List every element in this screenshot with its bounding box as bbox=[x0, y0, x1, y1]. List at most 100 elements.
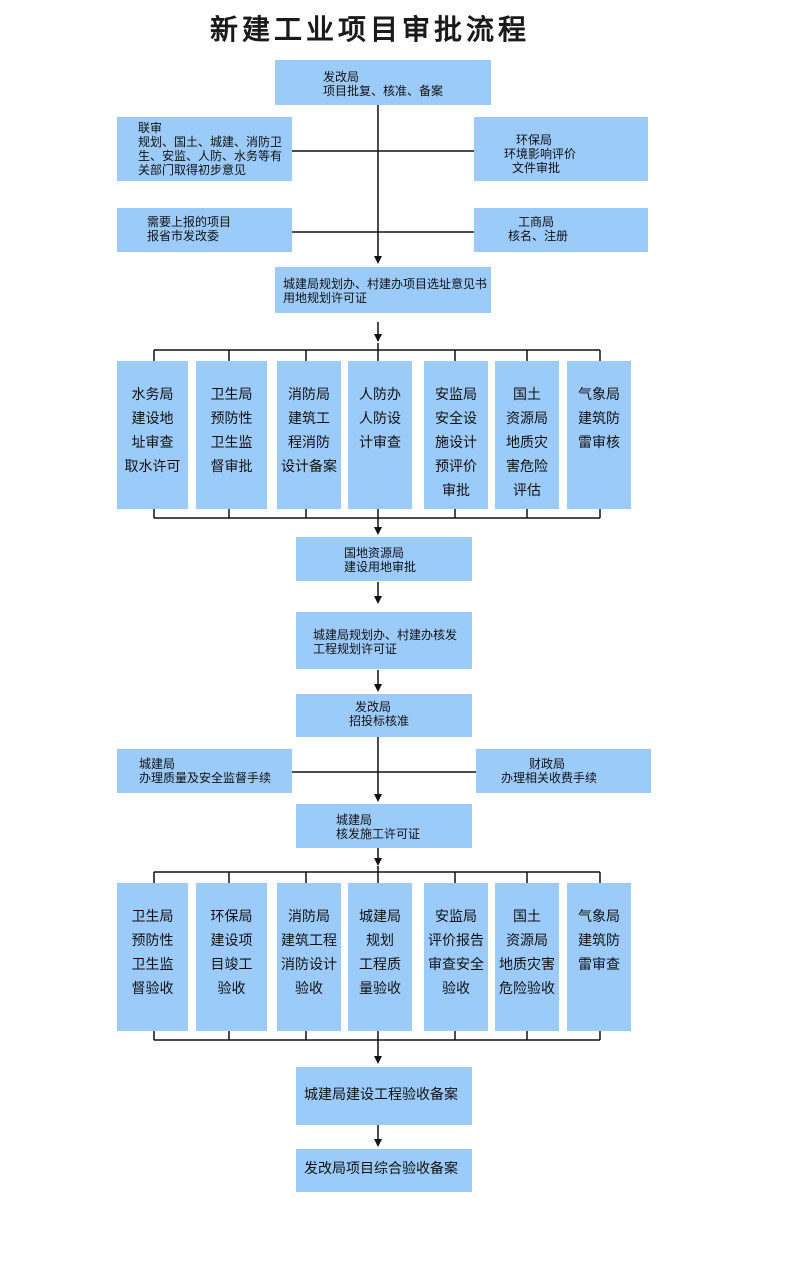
node-line: 建设项 bbox=[210, 933, 253, 949]
node-line: 督审批 bbox=[210, 459, 253, 475]
node-line: 气象局 bbox=[578, 387, 620, 403]
finance-bureau-box: 财政局 办理相关收费手续 bbox=[476, 749, 651, 793]
node-line: 安全设 bbox=[435, 411, 477, 427]
node-line: 工程规划许可证 bbox=[313, 642, 398, 656]
node-line: 预评价 bbox=[435, 459, 477, 475]
site-selection-box: 城建局规划办、村建办项目选址意见书 用地规划许可证 bbox=[275, 267, 491, 313]
row1-box-safety: 安监局 安全设 施设计 预评价 审批 bbox=[424, 361, 488, 509]
row2-box-weather: 气象局 建筑防 雷审查 bbox=[567, 883, 631, 1031]
node-line: 城建局规划办、村建办核发 bbox=[313, 628, 458, 642]
node-line: 量验收 bbox=[359, 981, 401, 997]
row1-box-fire: 消防局 建筑工 程消防 设计备案 bbox=[277, 361, 341, 509]
node-line: 安监局 bbox=[435, 387, 477, 403]
row1-box-health: 卫生局 预防性 卫生监 督审批 bbox=[196, 361, 267, 509]
node-line: 督验收 bbox=[131, 981, 174, 997]
node-line: 发改局 bbox=[323, 70, 360, 84]
node-line: 关部门取得初步意见 bbox=[138, 163, 247, 177]
node-line: 审批 bbox=[442, 483, 470, 499]
node-line: 财政局 bbox=[529, 757, 566, 771]
node-line: 卫生监 bbox=[131, 957, 174, 973]
node-line: 文件审批 bbox=[512, 161, 561, 175]
bidding-approval-box: 发改局 招投标核准 bbox=[296, 694, 472, 737]
node-line: 验收 bbox=[442, 981, 470, 997]
joint-review-box: 联审 规划、国土、城建、消防卫 生、安监、人防、水务等有 关部门取得初步意见 bbox=[117, 117, 292, 181]
node-line: 城建局 bbox=[139, 757, 176, 771]
node-line: 建筑防 bbox=[578, 411, 620, 427]
node-line: 审查安全 bbox=[428, 957, 484, 973]
node-line: 核名、注册 bbox=[508, 229, 569, 243]
node-line: 招投标核准 bbox=[349, 714, 410, 728]
node-line: 取水许可 bbox=[124, 459, 181, 475]
node-line: 国地资源局 bbox=[344, 546, 405, 560]
quality-safety-box: 城建局 办理质量及安全监督手续 bbox=[117, 749, 292, 793]
row2-box-land: 国土 资源局 地质灾害 危险验收 bbox=[495, 883, 559, 1031]
node-line: 环保局 bbox=[516, 133, 553, 147]
land-resources-box: 国地资源局 建设用地审批 bbox=[296, 537, 472, 581]
page-title: 新建工业项目审批流程 bbox=[209, 13, 530, 46]
node-line: 卫生局 bbox=[131, 909, 174, 925]
node-line: 建筑工 bbox=[288, 411, 330, 427]
node-line: 规划 bbox=[366, 933, 394, 949]
node-line: 办理相关收费手续 bbox=[501, 771, 598, 785]
node-line: 预防性 bbox=[131, 933, 174, 949]
node-line: 生、安监、人防、水务等有 bbox=[138, 149, 283, 163]
row1-box-water: 水务局 建设地 址审查 取水许可 bbox=[117, 361, 188, 509]
row2-box-environment: 环保局 建设项 目竣工 验收 bbox=[196, 883, 267, 1031]
node-line: 危险验收 bbox=[499, 981, 555, 997]
node-line: 城建局 bbox=[336, 813, 373, 827]
node-line: 发改局 bbox=[355, 700, 392, 714]
node-line: 工商局 bbox=[518, 215, 555, 229]
row1-box-civil-defense: 人防办 人防设 计审查 bbox=[348, 361, 412, 509]
node-line: 卫生监 bbox=[210, 435, 253, 451]
completion-filing-box: 城建局建设工程验收备案 bbox=[296, 1067, 472, 1125]
node-line: 目竣工 bbox=[210, 957, 253, 973]
row1-box-weather: 气象局 建筑防 雷审核 bbox=[567, 361, 631, 509]
node-line: 卫生局 bbox=[210, 387, 253, 403]
node-line: 消防局 bbox=[288, 387, 330, 403]
node-line: 雷审核 bbox=[578, 435, 620, 451]
node-line: 施设计 bbox=[435, 435, 477, 451]
row2-box-safety: 安监局 评价报告 审查安全 验收 bbox=[424, 883, 488, 1031]
node-line: 地质灾 bbox=[506, 435, 548, 451]
node-line: 城建局建设工程验收备案 bbox=[304, 1087, 458, 1103]
node-line: 安监局 bbox=[435, 909, 477, 925]
planning-permit-box: 城建局规划办、村建办核发 工程规划许可证 bbox=[296, 612, 472, 669]
node-line: 国土 bbox=[513, 387, 541, 403]
fagai-approval-box: 发改局 项目批复、核准、备案 bbox=[275, 60, 491, 105]
node-line: 评估 bbox=[513, 483, 541, 499]
node-line: 评价报告 bbox=[428, 933, 484, 949]
node-line: 人防设 bbox=[359, 411, 401, 427]
node-line: 报省市发改委 bbox=[147, 229, 220, 243]
construction-permit-box: 城建局 核发施工许可证 bbox=[296, 804, 472, 848]
final-acceptance-box: 发改局项目综合验收备案 bbox=[296, 1149, 472, 1192]
node-line: 联审 bbox=[138, 121, 163, 135]
node-line: 害危险 bbox=[506, 459, 548, 475]
node-line: 设计备案 bbox=[281, 459, 337, 475]
row2-box-construction: 城建局 规划 工程质 量验收 bbox=[348, 883, 412, 1031]
node-line: 规划、国土、城建、消防卫 bbox=[138, 135, 283, 149]
row1-box-land: 国土 资源局 地质灾 害危险 评估 bbox=[495, 361, 559, 509]
node-line: 程消防 bbox=[288, 435, 330, 451]
node-line: 用地规划许可证 bbox=[283, 291, 368, 305]
node-line: 资源局 bbox=[506, 411, 548, 427]
node-line: 计审查 bbox=[359, 435, 401, 451]
node-line: 消防局 bbox=[288, 909, 330, 925]
node-line: 发改局项目综合验收备案 bbox=[304, 1161, 458, 1177]
node-line: 工程质 bbox=[359, 957, 401, 973]
node-line: 建设用地审批 bbox=[344, 560, 417, 574]
node-line: 消防设计 bbox=[281, 957, 337, 973]
node-line: 建设地 bbox=[131, 411, 174, 427]
node-line: 地质灾害 bbox=[499, 957, 555, 973]
environment-bureau-box: 环保局 环境影响评价 文件审批 bbox=[474, 117, 648, 181]
provincial-report-box: 需要上报的项目 报省市发改委 bbox=[117, 208, 292, 252]
row2-box-fire: 消防局 建筑工程 消防设计 验收 bbox=[277, 883, 341, 1031]
business-bureau-box: 工商局 核名、注册 bbox=[474, 208, 648, 252]
node-line: 项目批复、核准、备案 bbox=[323, 84, 444, 98]
node-line: 建筑防 bbox=[578, 933, 620, 949]
node-line: 建筑工程 bbox=[281, 933, 337, 949]
node-line: 雷审查 bbox=[578, 957, 620, 973]
node-line: 资源局 bbox=[506, 933, 548, 949]
node-line: 核发施工许可证 bbox=[336, 827, 421, 841]
